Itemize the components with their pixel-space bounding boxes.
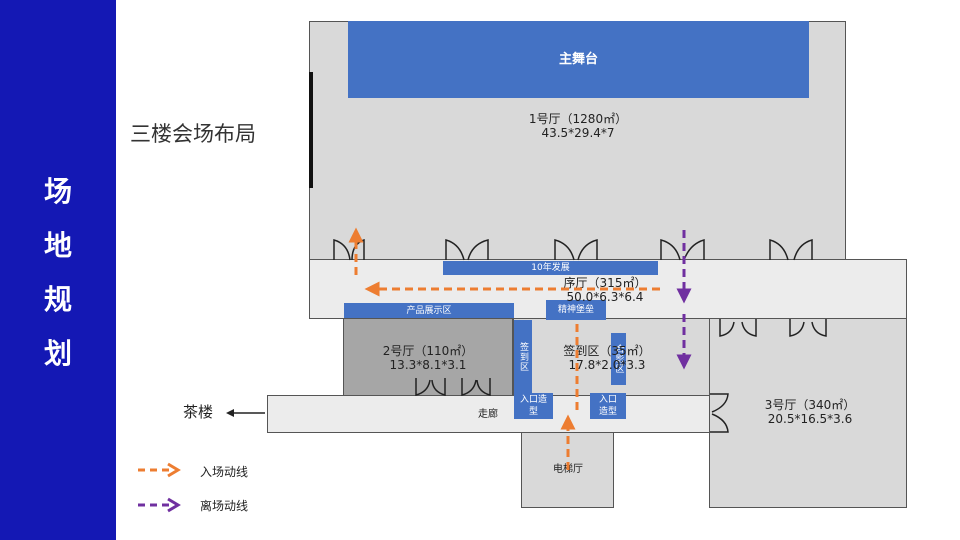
door-icon — [719, 319, 757, 337]
hall-2-dims: 13.3*8.1*3.1 — [389, 358, 467, 372]
doors — [333, 238, 827, 433]
signin-area-label: 签到区（35㎡） 17.8*2.0*3.3 — [552, 344, 662, 372]
product-display-zone: 产品展示区 — [344, 303, 514, 318]
door-icon — [333, 238, 365, 261]
signin-zone: 签到区 — [514, 320, 532, 394]
teahouse-label: 茶楼 — [183, 403, 214, 421]
signin-area-dims: 17.8*2.0*3.3 — [568, 358, 646, 372]
legend-enter-label: 入场动线 — [200, 465, 249, 479]
hall-1-wall-accent — [309, 72, 313, 188]
hall-2-name: 2号厅（110㎡） — [382, 344, 474, 358]
foyer-name: 序厅（315㎡） — [563, 276, 647, 290]
sidebar-title-char: 场 — [43, 175, 72, 208]
door-icon — [789, 319, 827, 337]
door-icon — [769, 239, 813, 261]
sidebar-title-char: 划 — [43, 337, 72, 370]
entry-route — [348, 227, 660, 470]
sidebar-title: 场 地 规 划 — [0, 178, 116, 394]
signin-area-name: 签到区（35㎡） — [563, 344, 651, 358]
legend-exit-label: 离场动线 — [200, 499, 249, 513]
hall-1-label: 1号厅（1280㎡） 43.5*29.4*7 — [478, 112, 678, 140]
main-stage: 主舞台 — [348, 21, 809, 98]
door-icon — [415, 378, 446, 396]
hall-2-label: 2号厅（110㎡） 13.3*8.1*3.1 — [368, 344, 488, 372]
hall-3-label: 3号厅（340㎡） 20.5*16.5*3.6 — [745, 398, 875, 426]
hall-1-dims: 43.5*29.4*7 — [541, 126, 615, 140]
hall-3-dims: 20.5*16.5*3.6 — [767, 412, 853, 426]
sidebar — [0, 0, 116, 540]
legend-exit-head — [167, 497, 181, 513]
teahouse-arrow-head — [226, 409, 234, 417]
sidebar-title-char: 地 — [43, 229, 72, 262]
foyer-dims: 50.0*6.3*6.4 — [566, 290, 644, 304]
door-icon — [554, 239, 598, 261]
corridor — [267, 395, 710, 433]
door-icon — [461, 378, 491, 396]
legend — [138, 462, 181, 513]
door-icon — [710, 393, 729, 433]
photo-zone: 合影区 — [611, 333, 626, 385]
hall-1-name: 1号厅（1280㎡） — [528, 112, 628, 126]
hall-2 — [343, 318, 513, 396]
sidebar-title-char: 规 — [43, 283, 72, 316]
legend-enter-head — [167, 462, 181, 478]
corridor-label: 走廊 — [478, 409, 498, 420]
history-zone: 10年发展 — [443, 261, 658, 275]
foyer-label: 序厅（315㎡） 50.0*6.3*6.4 — [540, 276, 670, 304]
entrance-feature-left: 入口造型 — [514, 393, 553, 419]
page-title: 三楼会场布局 — [130, 122, 256, 146]
hall-3-name: 3号厅（340㎡） — [764, 398, 856, 412]
door-icon — [445, 239, 489, 261]
hall-3 — [709, 318, 907, 508]
entrance-feature-right: 入口造型 — [590, 393, 626, 419]
spirit-fortress-zone: 精神堡垒 — [546, 300, 606, 320]
